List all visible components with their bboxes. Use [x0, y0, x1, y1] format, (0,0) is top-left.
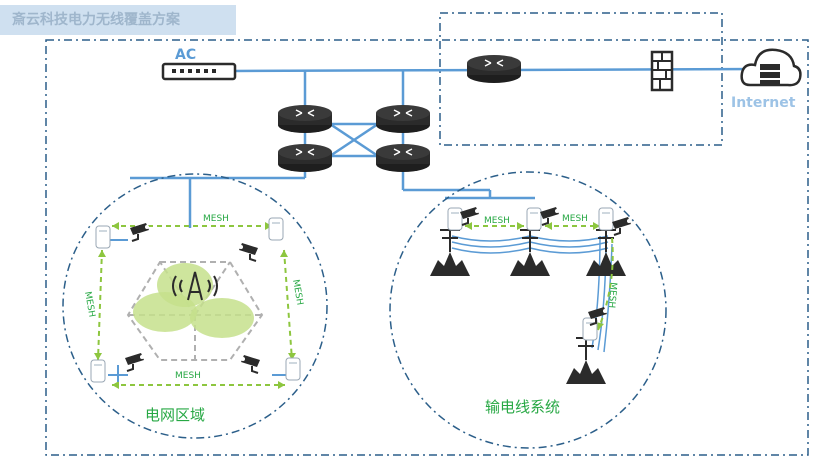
tower-camera-1-icon	[459, 206, 480, 226]
switch-router-3-icon	[277, 143, 333, 173]
ac-label: AC	[175, 47, 196, 63]
tower-ap-3-icon	[598, 207, 614, 231]
grid-area-label: 电网区域	[145, 406, 205, 424]
grid-ap-brackets	[108, 239, 288, 382]
grid-camera-4-icon	[240, 354, 261, 374]
wireless-tower-icon	[172, 271, 218, 301]
grid-area-boundary	[62, 173, 328, 439]
mesh-label-left: MESH	[82, 291, 96, 318]
firewall-icon	[650, 50, 674, 92]
mesh-label-t1: MESH	[484, 216, 510, 226]
mesh-label-t2: MESH	[562, 214, 588, 224]
mesh-label-right: MESH	[290, 279, 304, 306]
coverage-hexagon	[126, 261, 264, 361]
switch-router-2-icon	[375, 104, 431, 134]
transmission-label: 输电线系统	[485, 398, 560, 416]
core-router-icon	[466, 54, 522, 84]
page-title: 斎云科技电力无线覆盖方案	[0, 5, 236, 35]
switch-router-4-icon	[375, 143, 431, 173]
tower-ap-1-icon	[447, 207, 463, 231]
tower-ap-4-icon	[582, 317, 598, 341]
backbone-links	[130, 67, 761, 228]
grid-ap-3-icon	[90, 359, 106, 383]
transmission-area-boundary	[389, 171, 667, 449]
internet-cloud-icon	[740, 48, 802, 87]
transmission-mesh-arrows	[465, 222, 604, 330]
mesh-label-t3: MESH	[606, 282, 618, 309]
grid-mesh-arrows	[94, 222, 296, 389]
grid-ap-2-icon	[268, 217, 284, 241]
mesh-label-top: MESH	[203, 214, 229, 224]
grid-camera-3-icon	[124, 352, 145, 372]
grid-camera-2-icon	[238, 242, 259, 262]
ac-controller-icon	[161, 62, 237, 81]
core-frame	[439, 12, 723, 146]
grid-ap-4-icon	[285, 357, 301, 381]
tower-ap-2-icon	[526, 207, 542, 231]
main-frame	[45, 39, 809, 456]
switch-router-1-icon	[277, 104, 333, 134]
grid-mesh-links	[97, 225, 293, 386]
transmission-mesh-links	[465, 225, 614, 331]
grid-ap-1-icon	[95, 225, 111, 249]
tower-camera-3-icon	[611, 216, 632, 236]
mesh-label-bottom: MESH	[175, 371, 201, 381]
internet-label: Internet	[731, 95, 796, 111]
tower-camera-2-icon	[539, 206, 560, 226]
